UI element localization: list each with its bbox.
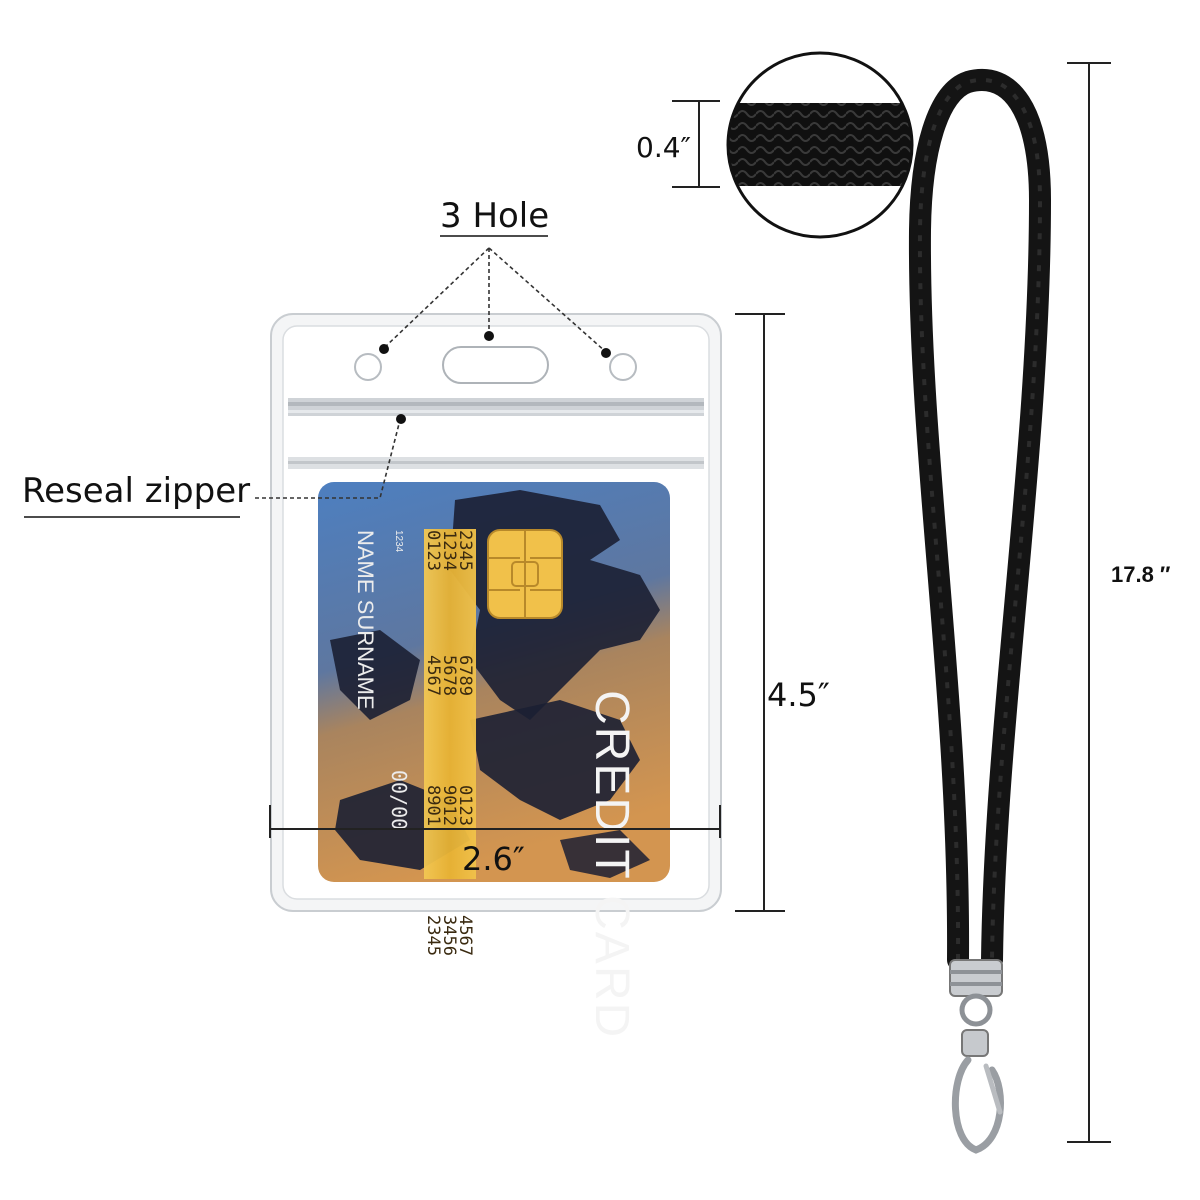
- right-hole: [609, 353, 637, 381]
- reseal-zipper: [288, 398, 704, 469]
- card-number-digits: 8901: [423, 785, 443, 826]
- width-label: 2.6″: [462, 840, 525, 878]
- lanyard-length-label: 17.8 ″: [1111, 562, 1171, 587]
- card-small-number: 1234: [393, 530, 404, 553]
- card-chip-icon: [487, 529, 563, 619]
- holes-label: 3 Hole: [440, 196, 550, 236]
- strap-closeup: [726, 51, 914, 239]
- card-expiry: 00/00: [387, 770, 411, 830]
- card-number-digits: 3456: [439, 915, 459, 956]
- card-number-digits: 9012: [439, 785, 459, 826]
- callouts: [255, 247, 607, 499]
- swivel-clip-icon: [951, 993, 1004, 1154]
- card-number-digits: 2345: [423, 915, 443, 956]
- card-name: NAME SURNAME: [353, 530, 378, 710]
- card-number-digits: 1234: [439, 530, 459, 571]
- card-brand: CREDIT CARD: [585, 690, 638, 1039]
- center-slot: [442, 346, 549, 384]
- lanyard: [908, 69, 1052, 997]
- zipper-label: Reseal zipper: [22, 471, 251, 511]
- card-number-digits: 6789: [455, 655, 475, 696]
- card-number-digits: 2345: [455, 530, 475, 571]
- left-hole: [354, 353, 382, 381]
- card-number-digits: 4567: [423, 655, 443, 696]
- height-label: 4.5″: [767, 676, 830, 714]
- card-number-digits: 5678: [439, 655, 459, 696]
- card-number-groups: 0123123423454567567867898901901201232345…: [423, 530, 475, 956]
- dimension-lines: [269, 62, 1111, 1143]
- credit-card: CREDIT CARD NAME SURNAME 1234 00/00 0123…: [318, 482, 670, 1039]
- strap-width-label: 0.4″: [636, 131, 691, 164]
- card-number-digits: 0123: [423, 530, 443, 571]
- card-number-digits: 4567: [455, 915, 475, 956]
- card-number-digits: 0123: [455, 785, 475, 826]
